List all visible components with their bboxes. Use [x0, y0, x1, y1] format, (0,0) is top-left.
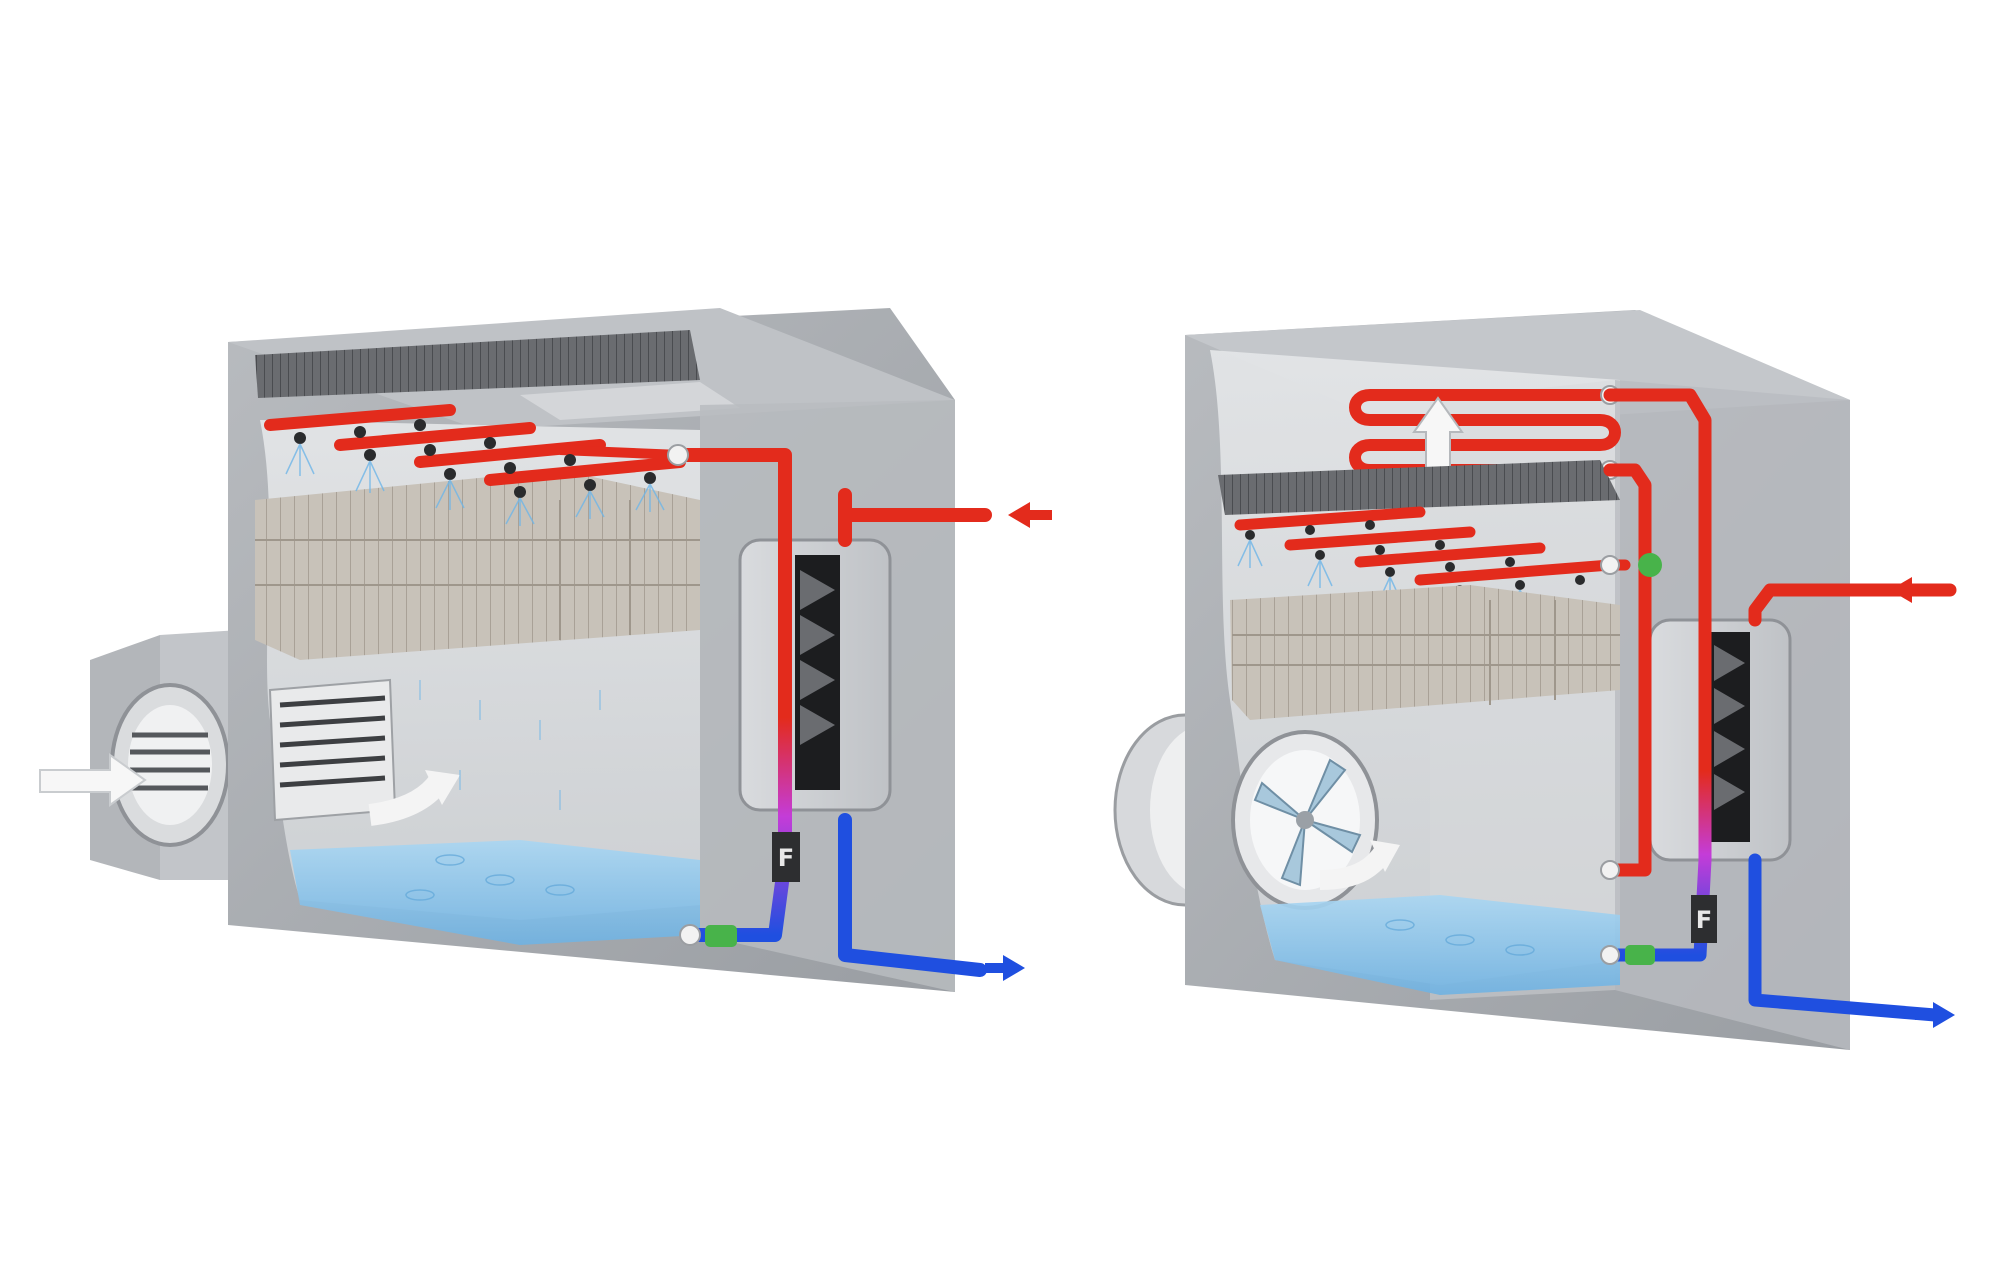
- centrifugal-blower-icon: [128, 705, 212, 825]
- left-fill-pack: [255, 470, 700, 660]
- right-piping: [1600, 388, 1957, 1022]
- right-fill-pack: [1230, 585, 1620, 720]
- left-cooling-unit: F: [39, 308, 1052, 992]
- curved-arrow-icon: [1319, 840, 1400, 890]
- curved-arrow-icon: [368, 770, 460, 826]
- left-piping: [667, 444, 992, 977]
- axial-fan-icon: [1231, 730, 1400, 910]
- arrow-left-icon: [39, 753, 147, 807]
- arrow-right-icon: [1915, 1002, 1955, 1028]
- right-cooling-unit: F: [1113, 310, 1957, 1050]
- right-drift-eliminator: [1218, 460, 1620, 515]
- left-water-basin: [290, 840, 700, 945]
- left-filter: F: [772, 832, 800, 882]
- left-blower-housing: [39, 630, 240, 880]
- left-drift-eliminator: [255, 330, 700, 398]
- left-internal-blower: [268, 678, 460, 826]
- left-heat-exchanger: [738, 538, 892, 812]
- right-water-basin: [1260, 895, 1620, 995]
- right-heat-exchanger: [1648, 618, 1792, 862]
- arrow-left-icon: [1008, 502, 1052, 528]
- left-filter-label: F: [778, 844, 794, 872]
- right-filter: F: [1691, 895, 1717, 943]
- left-spray-system: [264, 404, 686, 526]
- arrow-right-icon: [985, 955, 1025, 981]
- right-filter-label: F: [1696, 906, 1712, 934]
- arrow-left-icon: [1890, 577, 1935, 603]
